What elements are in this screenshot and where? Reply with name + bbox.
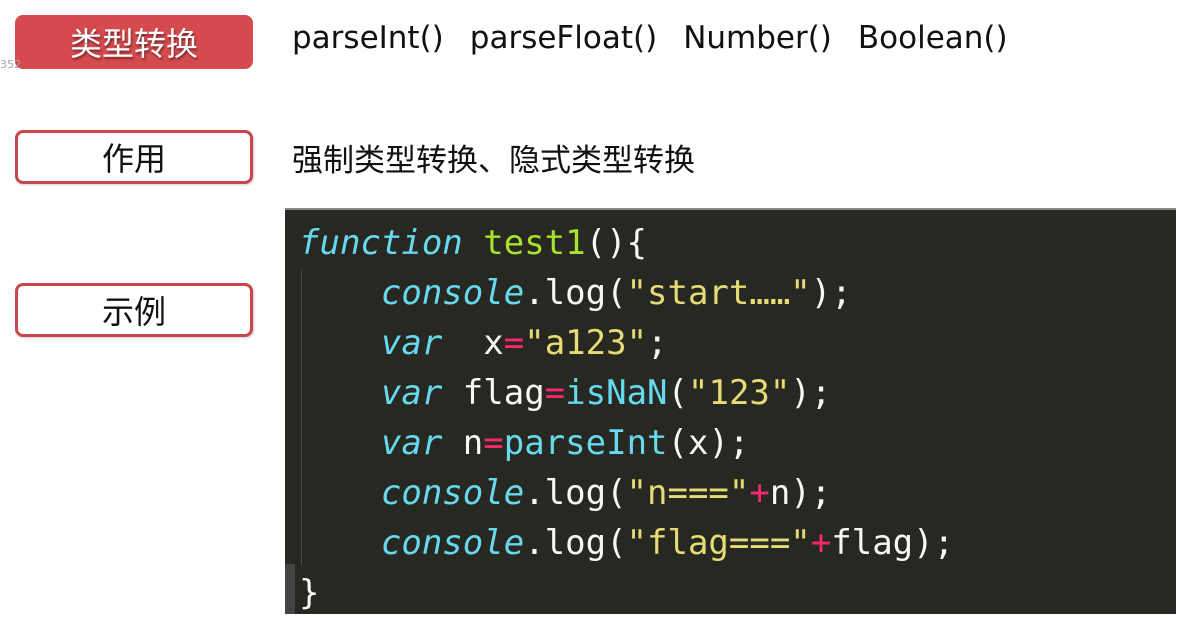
punct: .log(	[524, 273, 627, 313]
keyword: function	[299, 223, 463, 263]
function-list: parseInt() parseFloat() Number() Boolean()	[292, 20, 1034, 56]
function-name: test1	[483, 223, 586, 263]
code-line: console.log("n==="+n);	[285, 468, 1176, 518]
variable: flag	[442, 373, 545, 413]
indent-guide	[301, 270, 302, 565]
punct: n);	[769, 473, 832, 513]
punct: .log(	[524, 473, 627, 513]
string: "a123"	[524, 323, 648, 363]
string: "123"	[688, 373, 791, 413]
code-line: var flag=isNaN("123");	[285, 368, 1176, 418]
builtin: parseInt	[503, 423, 668, 463]
object: console	[380, 273, 525, 313]
operator: =	[544, 373, 566, 413]
punct: );	[790, 373, 832, 413]
keyword: var	[380, 323, 443, 363]
func-number: Number()	[683, 20, 832, 56]
closing-brace: }	[299, 573, 320, 613]
punct: (){	[585, 223, 648, 263]
func-parsefloat: parseFloat()	[469, 20, 658, 56]
builtin: isNaN	[565, 373, 668, 413]
code-line: function test1(){	[285, 218, 1176, 268]
operator: =	[483, 423, 504, 463]
operator: =	[503, 323, 525, 363]
punct: ;	[647, 323, 668, 363]
func-boolean: Boolean()	[857, 20, 1008, 56]
purpose-text: 强制类型转换、隐式类型转换	[292, 143, 695, 179]
object: console	[380, 523, 525, 563]
slide-number-fragment: 352	[0, 58, 21, 71]
operator: +	[749, 473, 770, 513]
variable: x	[442, 323, 504, 363]
punct: flag);	[831, 523, 955, 563]
cursor-line-gutter	[285, 564, 295, 614]
code-line: var n=parseInt(x);	[285, 418, 1176, 468]
code-block: function test1(){ console.log("start……")…	[285, 208, 1176, 614]
operator: +	[810, 523, 832, 563]
label-type-conversion: 类型转换	[15, 15, 253, 69]
string: "start……"	[626, 273, 811, 313]
object: console	[380, 473, 525, 513]
keyword: var	[380, 423, 443, 463]
string: "flag==="	[626, 523, 811, 563]
punct: (	[667, 373, 688, 413]
func-parseint: parseInt()	[292, 20, 444, 56]
variable: n	[442, 423, 484, 463]
string: "n==="	[626, 473, 750, 513]
code-line: console.log("flag==="+flag);	[285, 518, 1176, 568]
keyword: var	[380, 373, 443, 413]
code-line: console.log("start……");	[285, 268, 1176, 318]
punct: );	[810, 273, 852, 313]
label-example: 示例	[15, 283, 253, 337]
label-purpose: 作用	[15, 130, 253, 184]
punct: (x);	[667, 423, 750, 463]
code-line: }	[285, 568, 1176, 618]
code-line: var x="a123";	[285, 318, 1176, 368]
punct: .log(	[524, 523, 627, 563]
